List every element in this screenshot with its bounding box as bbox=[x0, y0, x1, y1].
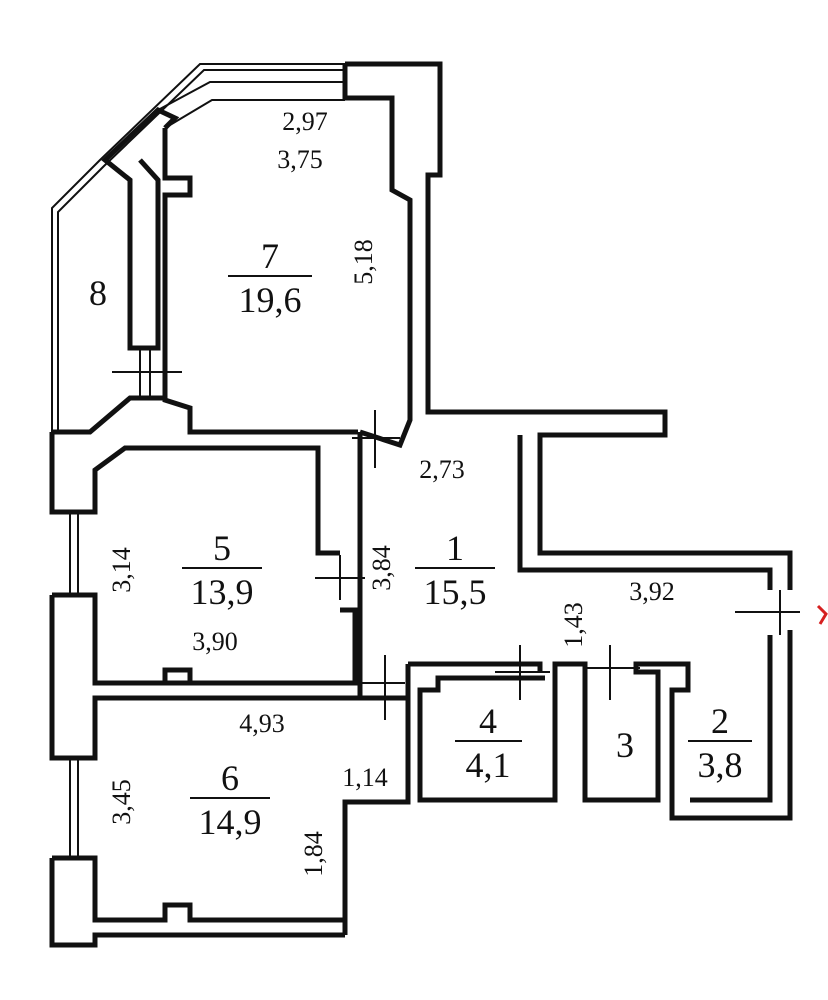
dim-3-90: 3,90 bbox=[192, 627, 238, 656]
room-6-area: 14,9 bbox=[199, 802, 262, 842]
room-7-number: 7 bbox=[261, 236, 279, 276]
door-marks bbox=[112, 371, 800, 720]
dim-2-97: 2,97 bbox=[282, 107, 328, 136]
room-5-number: 5 bbox=[213, 528, 231, 568]
dimension-labels: 2,97 3,75 5,18 2,73 3,14 3,84 3,90 1,43 … bbox=[107, 107, 675, 877]
room-labels: 7 19,6 8 5 13,9 1 15,5 6 14,9 4 4,1 3 2 … bbox=[89, 236, 752, 842]
room-2-area: 3,8 bbox=[698, 745, 743, 785]
dim-4-93: 4,93 bbox=[239, 709, 285, 738]
room-7-area: 19,6 bbox=[239, 280, 302, 320]
dim-3-84: 3,84 bbox=[367, 545, 396, 591]
dim-3-92: 3,92 bbox=[629, 577, 675, 606]
dim-1-14: 1,14 bbox=[342, 763, 388, 792]
room-6-number: 6 bbox=[221, 758, 239, 798]
dim-2-73: 2,73 bbox=[419, 455, 465, 484]
room-1-area: 15,5 bbox=[424, 572, 487, 612]
edge-mark bbox=[816, 604, 828, 625]
room-3-number: 3 bbox=[616, 725, 634, 765]
room-5-area: 13,9 bbox=[191, 572, 254, 612]
walls bbox=[49, 61, 793, 948]
room-1-number: 1 bbox=[446, 528, 464, 568]
dim-3-14: 3,14 bbox=[107, 547, 136, 593]
dim-1-84: 1,84 bbox=[299, 831, 328, 877]
room-4-area: 4,1 bbox=[466, 745, 511, 785]
dim-1-43: 1,43 bbox=[559, 602, 588, 648]
dim-5-18: 5,18 bbox=[349, 239, 378, 285]
loggia-outline bbox=[51, 63, 345, 432]
room-4-number: 4 bbox=[479, 701, 497, 741]
room-2-number: 2 bbox=[711, 701, 729, 741]
dim-3-45: 3,45 bbox=[107, 779, 136, 825]
room-8-number: 8 bbox=[89, 273, 107, 313]
dim-3-75: 3,75 bbox=[277, 145, 323, 174]
